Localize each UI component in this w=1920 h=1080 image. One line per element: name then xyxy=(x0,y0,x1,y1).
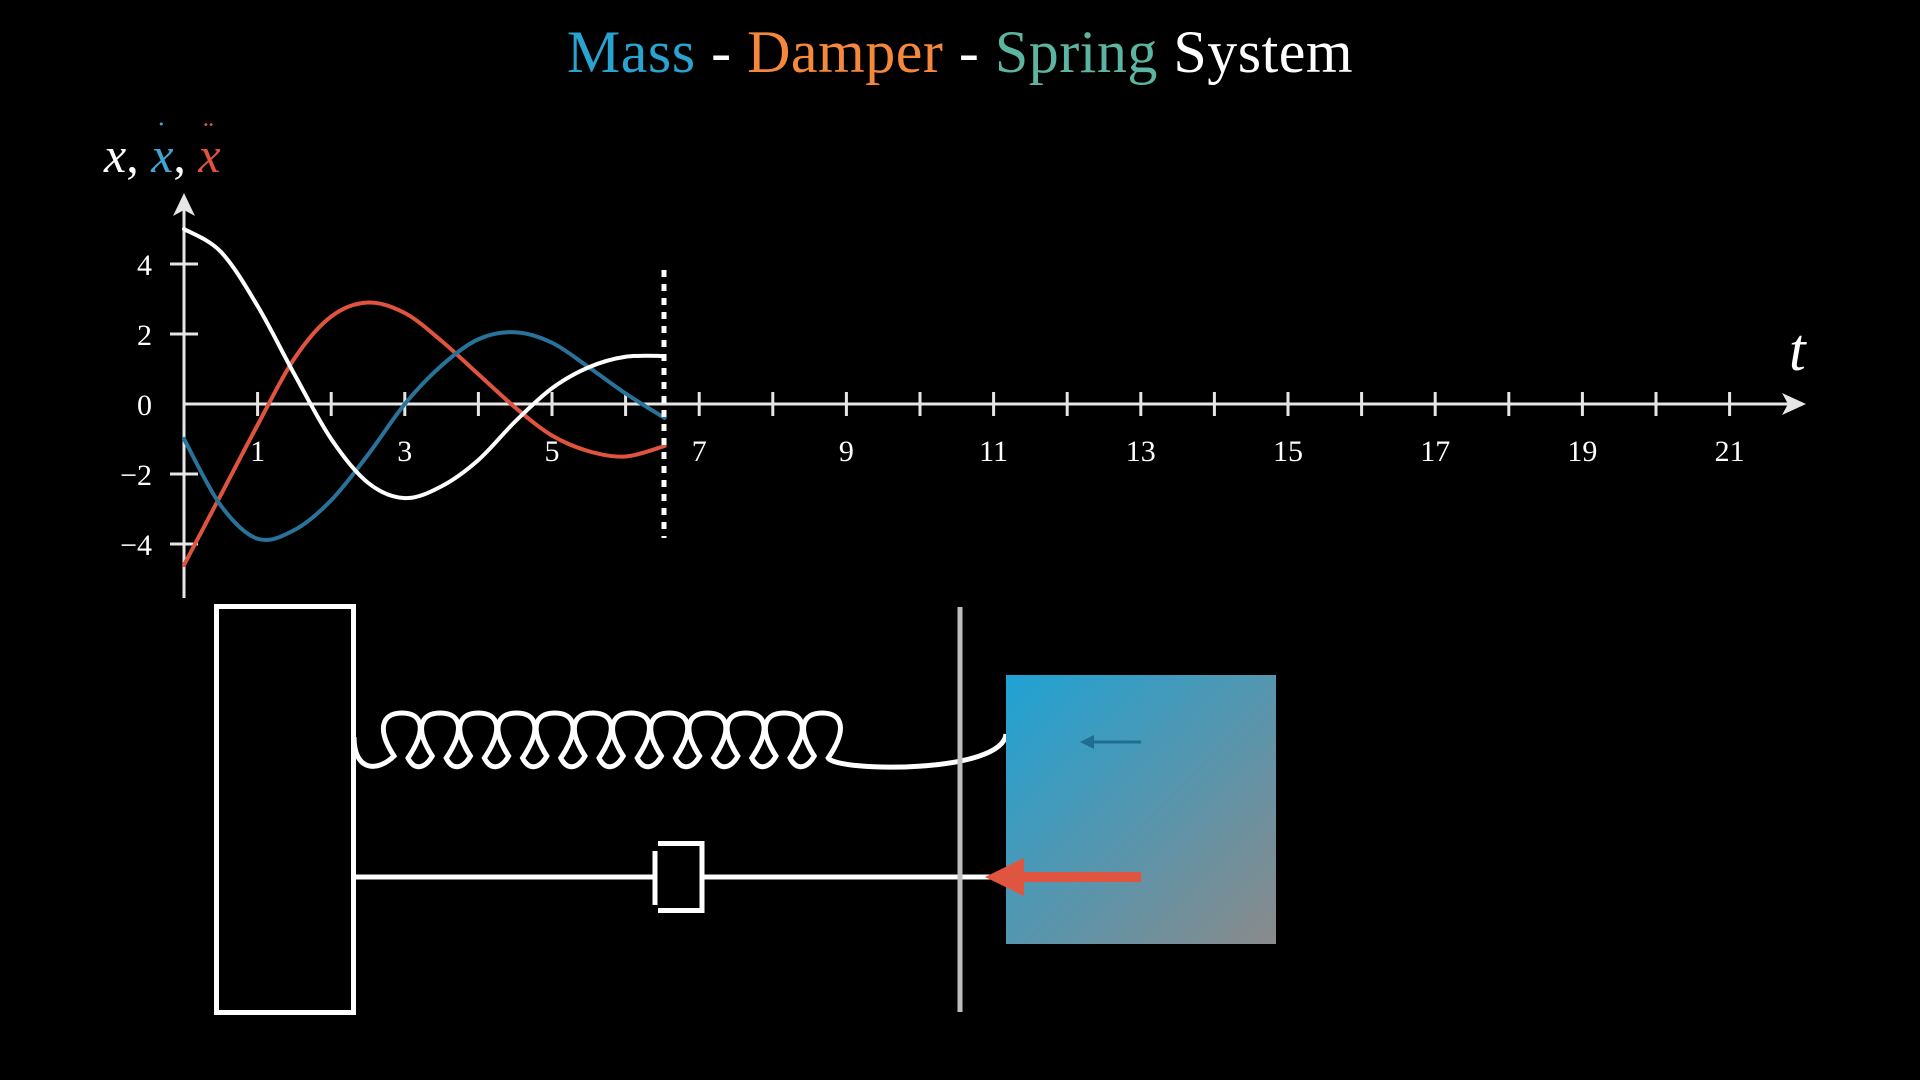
title: Mass - Damper - Spring System xyxy=(0,18,1920,87)
y-label-x: x xyxy=(104,127,127,183)
force-arrow-icon xyxy=(985,858,1141,896)
title-spring: Spring xyxy=(994,19,1158,85)
y-tick-label: −2 xyxy=(120,459,152,492)
t-tick-label: 21 xyxy=(1715,435,1745,468)
title-mass: Mass xyxy=(566,19,696,85)
ddot-marker: ¨ xyxy=(203,116,216,149)
damper-cylinder xyxy=(658,841,705,913)
velocity-arrow-icon xyxy=(1080,735,1141,749)
dot-marker: ˙ xyxy=(156,116,169,149)
fixed-wall xyxy=(214,604,356,1015)
velocity-curve xyxy=(182,330,667,543)
t-tick-label: 19 xyxy=(1567,435,1597,468)
t-tick-label: 9 xyxy=(839,435,854,468)
spring xyxy=(351,710,1009,770)
y-tick-label: 2 xyxy=(137,319,152,352)
t-tick-label: 17 xyxy=(1420,435,1450,468)
y-tick-label: −4 xyxy=(120,529,152,562)
y-label-comma-2: , xyxy=(173,127,199,183)
t-tick-label: 11 xyxy=(979,435,1008,468)
chart-curves xyxy=(182,227,667,567)
y-label-comma: , xyxy=(126,127,152,183)
acceleration-curve xyxy=(182,300,667,567)
y-label-xdot-letter: x xyxy=(151,127,174,183)
y-tick-label: 4 xyxy=(137,249,152,282)
y-label-xdot: ˙x xyxy=(151,116,174,184)
title-sep-1: - xyxy=(695,19,748,85)
y-axis-label: x, ˙x, ¨x xyxy=(104,116,221,184)
t-axis-arrow-icon xyxy=(1782,393,1806,415)
t-tick-label: 3 xyxy=(397,435,412,468)
t-tick-label: 1 xyxy=(250,435,265,468)
title-system: System xyxy=(1157,19,1354,85)
t-tick-label: 13 xyxy=(1126,435,1156,468)
position-curve xyxy=(182,227,667,501)
damper xyxy=(354,841,1006,913)
t-tick-label: 7 xyxy=(692,435,707,468)
title-sep-2: - xyxy=(943,19,995,85)
y-axis-arrow-icon xyxy=(173,193,195,216)
title-damper: Damper xyxy=(747,19,944,85)
t-tick-label: 5 xyxy=(545,435,560,468)
y-label-xddot: ¨x xyxy=(198,116,221,184)
t-axis-label: t xyxy=(1789,317,1806,383)
y-tick-label: 0 xyxy=(137,389,152,422)
mass-block xyxy=(1006,675,1276,944)
y-label-xddot-letter: x xyxy=(198,127,221,183)
t-tick-label: 15 xyxy=(1273,435,1303,468)
